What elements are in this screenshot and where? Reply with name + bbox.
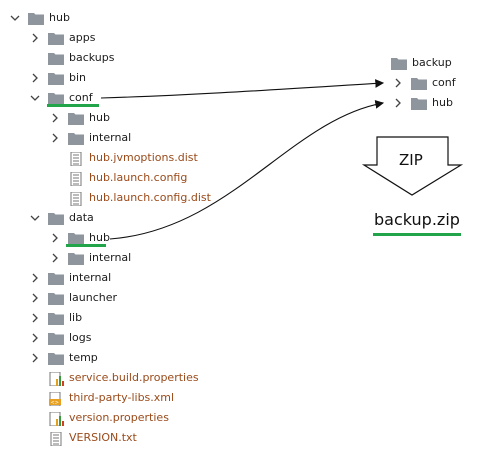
file-icon	[68, 171, 84, 186]
tree-label: bin	[69, 71, 87, 84]
chevron-down-icon[interactable]	[30, 93, 40, 103]
folder-icon	[48, 72, 64, 85]
tree-row-launch-config-dist[interactable]: hub.launch.config.dist	[50, 188, 211, 208]
chevron-right-icon[interactable]	[30, 273, 40, 283]
tree-row-jvmoptions[interactable]: hub.jvmoptions.dist	[50, 148, 198, 168]
tree-row-internal[interactable]: internal	[30, 268, 111, 288]
zip-label: ZIP	[399, 151, 423, 169]
conf-highlight-underline	[47, 104, 99, 107]
tree-row-conf[interactable]: conf	[30, 88, 93, 108]
tree-label: lib	[69, 311, 83, 324]
xml-file-icon: <>	[48, 391, 64, 406]
folder-icon	[48, 312, 64, 325]
chevron-right-icon[interactable]	[30, 73, 40, 83]
tree-row-backup-root[interactable]: backup	[373, 53, 452, 73]
tree-label: data	[69, 211, 94, 224]
tree-row-conf-internal[interactable]: internal	[50, 128, 131, 148]
folder-icon	[48, 272, 64, 285]
file-icon	[68, 151, 84, 166]
folder-icon	[48, 52, 64, 65]
tree-row-version-properties[interactable]: version.properties	[30, 408, 169, 428]
chevron-right-icon[interactable]	[50, 133, 60, 143]
tree-label: hub	[89, 111, 110, 124]
folder-icon	[28, 12, 44, 25]
tree-label: hub	[432, 96, 453, 109]
chevron-down-icon[interactable]	[30, 213, 40, 223]
tree-label: third-party-libs.xml	[69, 391, 175, 404]
tree-label: hub.launch.config	[89, 171, 188, 184]
tree-label: launcher	[69, 291, 118, 304]
chevron-right-icon[interactable]	[393, 98, 403, 108]
tree-row-backup-conf[interactable]: conf	[393, 73, 456, 93]
folder-icon	[68, 252, 84, 265]
tree-label: conf	[432, 76, 456, 89]
folder-icon	[391, 57, 407, 70]
folder-icon	[68, 112, 84, 125]
tree-label: logs	[69, 331, 92, 344]
chevron-right-icon[interactable]	[30, 333, 40, 343]
file-tree: hub apps backups bin conf hub internal	[10, 8, 211, 448]
properties-file-icon	[48, 411, 64, 426]
data-hub-highlight-underline	[66, 244, 106, 247]
file-icon	[68, 191, 84, 206]
tree-label: hub	[89, 231, 110, 244]
chevron-down-icon[interactable]	[10, 13, 20, 23]
folder-icon	[68, 232, 84, 245]
backup-zip-underline	[373, 233, 461, 236]
tree-row-data[interactable]: data	[30, 208, 94, 228]
tree-row-conf-hub[interactable]: hub	[50, 108, 110, 128]
folder-icon	[48, 92, 64, 105]
properties-file-icon	[48, 371, 64, 386]
tree-label: apps	[69, 31, 96, 44]
tree-label: conf	[69, 91, 93, 104]
tree-label: internal	[89, 131, 132, 144]
tree-label: hub.jvmoptions.dist	[89, 151, 198, 164]
tree-row-backup-hub[interactable]: hub	[393, 93, 453, 113]
tree-label: version.properties	[69, 411, 169, 424]
chevron-right-icon[interactable]	[50, 113, 60, 123]
tree-label: VERSION.txt	[69, 431, 137, 444]
tree-row-data-internal[interactable]: internal	[50, 248, 131, 268]
tree-label: hub.launch.config.dist	[89, 191, 211, 204]
tree-label: internal	[89, 251, 132, 264]
folder-icon	[411, 97, 427, 110]
tree-label: temp	[69, 351, 98, 364]
tree-row-third-party-xml[interactable]: <> third-party-libs.xml	[30, 388, 174, 408]
tree-row-launcher[interactable]: launcher	[30, 288, 117, 308]
chevron-right-icon[interactable]	[50, 233, 60, 243]
tree-label: service.build.properties	[69, 371, 199, 384]
chevron-right-icon[interactable]	[30, 33, 40, 43]
tree-row-apps[interactable]: apps	[30, 28, 95, 48]
folder-icon	[411, 77, 427, 90]
tree-label: backups	[69, 51, 115, 64]
folder-icon	[48, 352, 64, 365]
tree-row-service-properties[interactable]: service.build.properties	[30, 368, 199, 388]
tree-label: hub	[49, 11, 70, 24]
chevron-right-icon[interactable]	[50, 253, 60, 263]
tree-row-hub-root[interactable]: hub	[10, 8, 70, 28]
folder-icon	[68, 132, 84, 145]
tree-row-backups[interactable]: backups	[30, 48, 115, 68]
chevron-right-icon[interactable]	[30, 293, 40, 303]
tree-label: internal	[69, 271, 112, 284]
tree-row-bin[interactable]: bin	[30, 68, 86, 88]
backup-zip-label: backup.zip	[374, 210, 460, 229]
folder-icon	[48, 332, 64, 345]
folder-icon	[48, 292, 64, 305]
tree-row-version-txt[interactable]: VERSION.txt	[30, 428, 137, 448]
svg-text:<>: <>	[51, 400, 59, 406]
folder-icon	[48, 32, 64, 45]
folder-icon	[48, 212, 64, 225]
text-file-icon	[48, 431, 64, 446]
tree-row-data-hub[interactable]: hub	[50, 228, 110, 248]
tree-row-logs[interactable]: logs	[30, 328, 92, 348]
chevron-right-icon[interactable]	[30, 313, 40, 323]
chevron-right-icon[interactable]	[30, 353, 40, 363]
tree-row-temp[interactable]: temp	[30, 348, 98, 368]
chevron-right-icon[interactable]	[393, 78, 403, 88]
tree-row-launch-config[interactable]: hub.launch.config	[50, 168, 187, 188]
tree-row-lib[interactable]: lib	[30, 308, 82, 328]
tree-label: backup	[412, 56, 452, 69]
